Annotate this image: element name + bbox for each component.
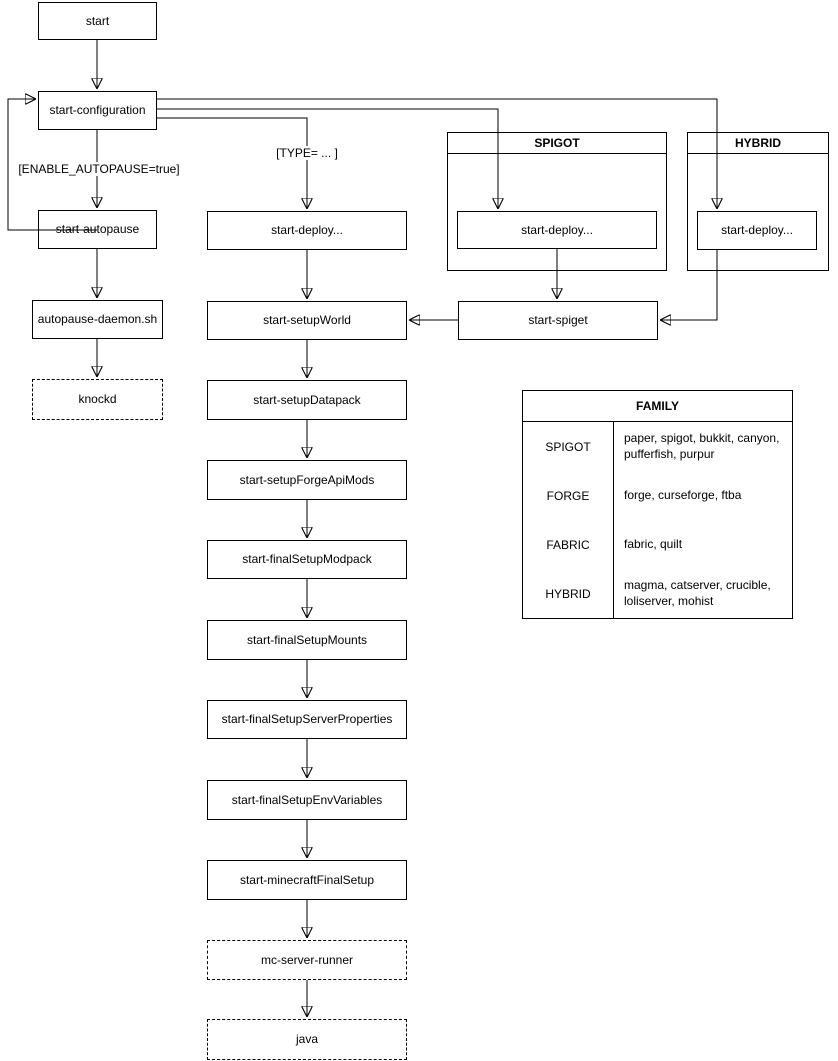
node-knockd: knockd <box>32 379 163 420</box>
node-start-setupforgeapimods: start-setupForgeApiMods <box>207 460 407 500</box>
family-values: forge, curseforge, ftba <box>624 487 742 502</box>
node-hybrid-start-deploy: start-deploy... <box>697 211 817 250</box>
family-table-body: SPIGOT paper, spigot, bukkit, canyon, pu… <box>523 422 792 618</box>
family-key: FABRIC <box>523 520 614 569</box>
node-start-autopause: start-autopause <box>38 210 157 249</box>
node-start-finalsetupmounts: start-finalSetupMounts <box>207 620 407 660</box>
family-values: fabric, quilt <box>624 536 683 551</box>
group-hybrid: HYBRID <box>687 132 829 271</box>
node-start-minecraftfinalsetup: start-minecraftFinalSetup <box>207 860 407 900</box>
family-row-spigot: SPIGOT paper, spigot, bukkit, canyon, pu… <box>523 422 792 471</box>
family-values: magma, catserver, crucible, loliserver, … <box>624 577 771 608</box>
family-key: SPIGOT <box>523 422 614 471</box>
node-start: start <box>38 2 157 40</box>
family-row-hybrid: HYBRID magma, catserver, crucible, lolis… <box>523 569 792 618</box>
node-start-finalsetupmodpack: start-finalSetupModpack <box>207 540 407 579</box>
family-table-title: FAMILY <box>523 391 792 422</box>
group-spigot: SPIGOT <box>447 132 667 271</box>
family-values: paper, spigot, bukkit, canyon, pufferfis… <box>624 430 780 461</box>
node-start-finalsetupenvvariables: start-finalSetupEnvVariables <box>207 780 407 820</box>
node-spigot-start-deploy: start-deploy... <box>457 211 657 249</box>
node-autopause-daemon: autopause-daemon.sh <box>32 300 163 339</box>
node-start-deploy: start-deploy... <box>207 211 407 250</box>
node-mc-server-runner: mc-server-runner <box>207 940 407 980</box>
family-key: FORGE <box>523 471 614 520</box>
group-spigot-title: SPIGOT <box>448 133 666 154</box>
node-start-setupdatapack: start-setupDatapack <box>207 380 407 420</box>
node-java: java <box>207 1019 407 1060</box>
family-row-fabric: FABRIC fabric, quilt <box>523 520 792 569</box>
group-hybrid-title: HYBRID <box>688 133 828 154</box>
family-row-forge: FORGE forge, curseforge, ftba <box>523 471 792 520</box>
family-table: FAMILY SPIGOT paper, spigot, bukkit, can… <box>522 390 793 619</box>
family-key: HYBRID <box>523 569 614 618</box>
node-start-setupworld: start-setupWorld <box>207 301 407 340</box>
node-start-finalsetupserverproperties: start-finalSetupServerProperties <box>207 700 407 739</box>
edge-label-type: [TYPE= ... ] <box>273 146 341 160</box>
edge-label-enable-autopause: [ENABLE_AUTOPAUSE=true] <box>15 162 183 176</box>
node-start-spiget: start-spiget <box>458 301 658 340</box>
node-start-configuration: start-configuration <box>38 91 157 130</box>
